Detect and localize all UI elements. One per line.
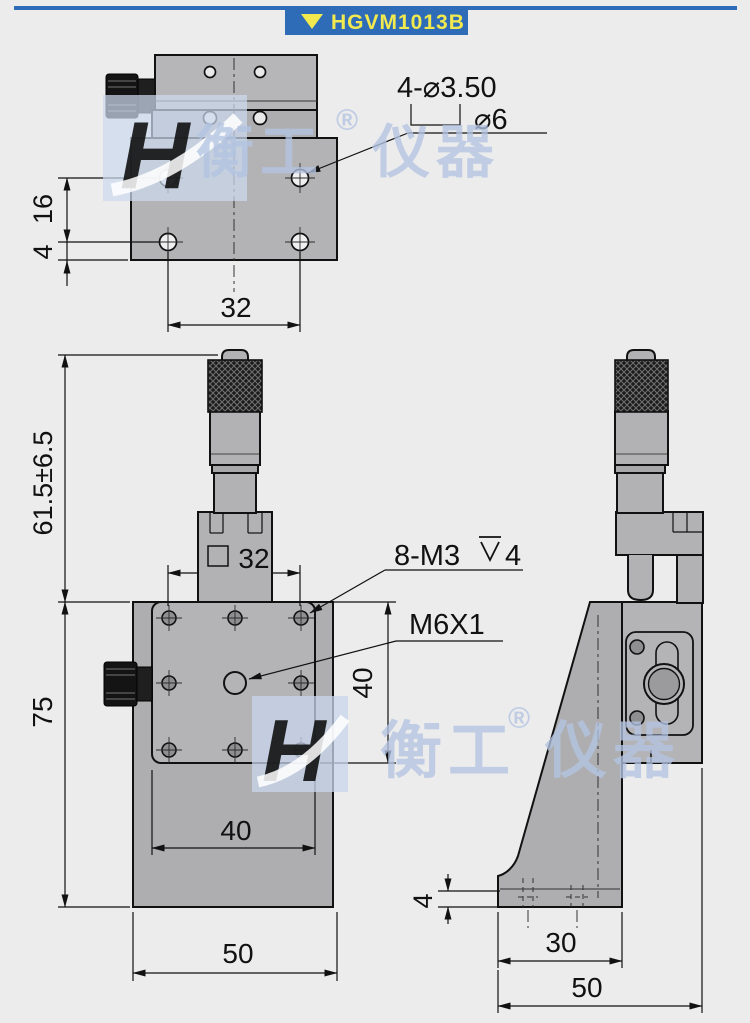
knurled-knob xyxy=(614,359,669,413)
screw-depth-text: 4 xyxy=(505,540,521,572)
screw-callout: 8-M3 4 xyxy=(309,536,523,614)
watermark-suffix: 仪器 xyxy=(544,717,681,786)
hidden-foot-holes xyxy=(518,878,588,928)
leader-line xyxy=(307,132,409,174)
front-view: 32 8-M3 4 M6X1 40 xyxy=(27,349,523,981)
dim-plate-height: 40 xyxy=(320,601,396,764)
registered-icon: ® xyxy=(508,702,530,735)
registered-icon: ® xyxy=(336,104,358,137)
svg-text:50: 50 xyxy=(571,972,602,1003)
body-hole xyxy=(203,65,217,79)
dim-row-offsets: 16 4 xyxy=(28,177,160,286)
bracket-notches xyxy=(209,512,263,534)
counterbore-callout: 4-⌀3.50 ⌀6 xyxy=(307,72,547,174)
dim-top-square: 32 xyxy=(167,543,301,606)
micrometer-cap xyxy=(221,349,249,362)
dim-foot-thickness: 4 xyxy=(408,874,500,924)
watermark-brand: 衡工 xyxy=(196,120,324,185)
svg-text:40: 40 xyxy=(347,667,378,698)
m6-center-hole xyxy=(223,671,247,695)
dim-16: 16 xyxy=(28,194,58,224)
knurled-knob xyxy=(207,359,263,413)
dim-travel: 61.5±6.5 xyxy=(28,431,58,536)
dim-4: 4 xyxy=(28,244,58,259)
logo-swoosh xyxy=(256,714,350,788)
svg-text:50: 50 xyxy=(222,938,253,969)
bracket-column xyxy=(676,554,704,604)
dim-height-chain: 61.5±6.5 75 xyxy=(27,354,218,908)
micrometer-side xyxy=(614,349,669,514)
bracket-side xyxy=(615,511,704,556)
depth-symbol xyxy=(479,536,501,563)
svg-text:32: 32 xyxy=(238,543,269,574)
micrometer-front xyxy=(207,349,263,514)
watermark-top: H 衡工 ® 仪器 xyxy=(103,95,500,209)
header: HGVM1013B xyxy=(14,6,737,35)
leader-line xyxy=(248,640,397,680)
side-view: 4 30 50 xyxy=(408,349,704,1013)
body-hole xyxy=(252,110,268,126)
watermark-suffix: 仪器 xyxy=(371,120,500,185)
screw-callout-text: 8-M3 xyxy=(394,540,460,572)
side-hole xyxy=(629,639,645,655)
svg-text:4: 4 xyxy=(408,893,438,908)
body-hole xyxy=(253,65,267,79)
dim-base-width: 50 xyxy=(132,912,338,981)
counterbore-symbol xyxy=(410,104,461,126)
square-symbol xyxy=(207,545,229,567)
boss-circle-inner xyxy=(647,667,681,701)
logo-swoosh xyxy=(110,113,243,197)
model-number: HGVM1013B xyxy=(331,11,465,34)
plate-face-outline xyxy=(625,631,694,736)
base-wedge xyxy=(497,601,623,908)
counterbore-diameter: ⌀6 xyxy=(474,104,508,136)
triangle-down-icon xyxy=(301,14,323,29)
svg-text:30: 30 xyxy=(545,927,576,958)
dim-body-height: 75 xyxy=(27,696,58,727)
clamp-knob-front xyxy=(103,661,153,707)
watermark-middle: H 衡工 ® 仪器 xyxy=(252,696,681,800)
dim-overall-depth: 50 xyxy=(497,768,703,1013)
counterbore-text: 4-⌀3.50 xyxy=(397,72,497,104)
watermark-brand: 衡工 xyxy=(380,717,516,786)
center-thread-text: M6X1 xyxy=(409,609,485,641)
svg-text:40: 40 xyxy=(220,815,251,846)
svg-text:32: 32 xyxy=(220,292,251,323)
center-thread-callout: M6X1 xyxy=(248,609,503,680)
dim-hole-spacing: 32 xyxy=(167,252,301,332)
side-hole xyxy=(629,710,645,726)
bracket-step xyxy=(672,512,703,533)
leader-line xyxy=(309,569,386,614)
spindle-tip xyxy=(627,555,654,602)
micrometer-cap xyxy=(626,349,656,362)
dim-foot-depth: 30 xyxy=(497,912,623,968)
